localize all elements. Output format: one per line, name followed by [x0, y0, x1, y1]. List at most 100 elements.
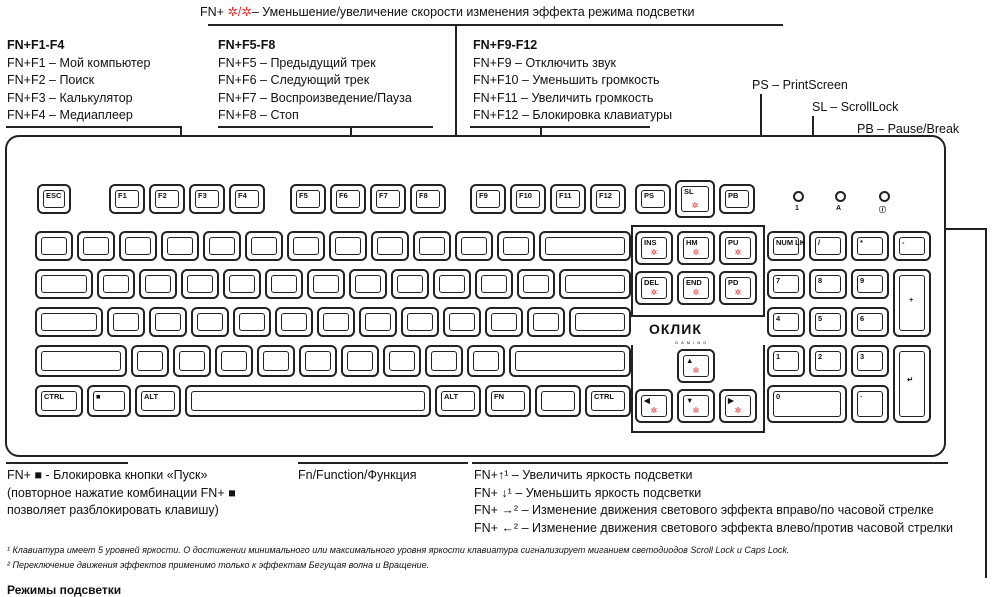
key-f9: F9 [470, 184, 506, 214]
snowflake-icon: ✲ [692, 288, 700, 297]
key [275, 307, 313, 337]
key [223, 269, 261, 299]
fn-note-bracket [298, 462, 468, 464]
key-f3-label: F3 [198, 191, 207, 200]
key-pu-label: PU [728, 238, 739, 247]
key-pd-label: PD [728, 278, 739, 287]
key [475, 269, 513, 299]
group-f1-f4-line: FN+F4 – Медиаплеер [7, 108, 133, 122]
sl-note: SL – ScrollLock [812, 100, 899, 114]
shift-right-key [509, 345, 631, 377]
key-ins: INS✲ [635, 231, 673, 265]
arrow-down-icon: ▼ [686, 396, 694, 405]
snowflake-icon: ✲ [692, 366, 700, 375]
group-f9-f12-line: FN+F9 – Отключить звук [473, 55, 616, 70]
key-f10: F10 [510, 184, 546, 214]
enter-arrow-icon: ↵ [907, 375, 914, 384]
key-num-2: 2 [809, 345, 847, 377]
brand-logo: ОКЛИК [649, 321, 702, 337]
key-num-plus: + [893, 269, 931, 337]
group-f9-f12-title: FN+F9-F12 [473, 38, 538, 52]
key [527, 307, 565, 337]
key-f8: F8 [410, 184, 446, 214]
key [203, 231, 241, 261]
key [401, 307, 439, 337]
key [191, 307, 229, 337]
key [107, 307, 145, 337]
key-alt-left: ALT [135, 385, 181, 417]
group-f1-f4-line: FN+F2 – Поиск [7, 73, 95, 87]
group-f1-f4-line: FN+F3 – Калькулятор [7, 90, 133, 105]
key-end-label: END [686, 278, 702, 287]
key-num-8: 8 [809, 269, 847, 299]
key [307, 269, 345, 299]
key [425, 345, 463, 377]
group-f9-f12-line: FN+F12 – Блокировка клавиатуры [473, 108, 673, 122]
key-num-slash: / [809, 231, 847, 261]
key [77, 231, 115, 261]
key-esc-label: ESC [46, 191, 62, 200]
key-numlk: NUM LK [767, 231, 805, 261]
led-label: Ⓘ [879, 207, 886, 214]
key-f1-label: F1 [118, 191, 127, 200]
key-end: END✲ [677, 271, 715, 305]
key-num-label: · [860, 392, 863, 401]
brand-logo-sub: GAMING [675, 340, 710, 345]
key-f8-label: F8 [419, 191, 428, 200]
key [517, 269, 555, 299]
arrow-note-line: FN+↑¹ – Увеличить яркость подсветки [474, 468, 693, 482]
nav-cluster-frame [631, 225, 765, 317]
alpha-block: CTRL ■ ALT ALT FN CTRL [35, 231, 635, 421]
key-sl: SL✲ [675, 180, 715, 218]
key-esc: ESC [37, 184, 71, 214]
key-pb-label: PB [728, 191, 739, 200]
key-num-0: 0 [767, 385, 847, 423]
key [433, 269, 471, 299]
key-pu: PU✲ [719, 231, 757, 265]
pb-note: PB – Pause/Break [857, 122, 960, 136]
key-num-label: 2 [818, 352, 823, 361]
win-note-bracket [6, 462, 128, 464]
arrow-notes: FN+↑¹ – Увеличить яркость подсветки FN+ … [474, 467, 953, 537]
key [371, 231, 409, 261]
key [131, 345, 169, 377]
key [265, 269, 303, 299]
key [257, 345, 295, 377]
group-f9-f12-line: FN+F10 – Уменьшить громкость [473, 73, 660, 87]
key [245, 231, 283, 261]
tab-key [35, 269, 93, 299]
key-f3: F3 [189, 184, 225, 214]
group-f9-f12-line: FN+F11 – Увеличить громкость [473, 90, 654, 105]
key-ctrl-label: CTRL [594, 392, 614, 401]
group-f1-f4: FN+F1-F4 FN+F1 – Мой компьютер FN+F2 – П… [7, 37, 150, 125]
snowflake-icon: ✲ [692, 248, 700, 257]
arrow-notes-bracket [472, 462, 948, 464]
arrow-up-icon: ▲ [686, 356, 694, 365]
snowflake-icon: ✲ [650, 248, 658, 257]
key [181, 269, 219, 299]
key [215, 345, 253, 377]
win-note-line: (повторное нажатие комбинации FN+ ■ [7, 485, 236, 500]
key [497, 231, 535, 261]
key-num-star-label: * [860, 238, 863, 247]
win-note: FN+ ■ - Блокировка кнопки «Пуск» (повтор… [7, 467, 236, 520]
key-num-7: 7 [767, 269, 805, 299]
key-num-slash-label: / [818, 238, 821, 247]
key-f4-label: F4 [238, 191, 247, 200]
key [443, 307, 481, 337]
key-num-5: 5 [809, 307, 847, 337]
group-f9-f12-bracket [470, 126, 650, 128]
led-label: A [836, 205, 842, 212]
keyboard-illustration: ESC F1 F2 F3 F4 F5 F6 F7 F8 F9 F10 F11 F… [5, 135, 946, 457]
key-ctrl-right: CTRL [585, 385, 631, 417]
key-ins-label: INS [644, 238, 657, 247]
backspace-key [539, 231, 631, 261]
win-note-line: FN+ ■ - Блокировка кнопки «Пуск» [7, 468, 208, 482]
key [139, 269, 177, 299]
arrow-note-line: FN+ ↓¹ – Уменьшить яркость подсветки [474, 485, 702, 500]
key [149, 307, 187, 337]
key-numlk-label: NUM LK [776, 238, 806, 247]
key-menu [535, 385, 581, 417]
key [161, 231, 199, 261]
key-pb: PB [719, 184, 755, 214]
